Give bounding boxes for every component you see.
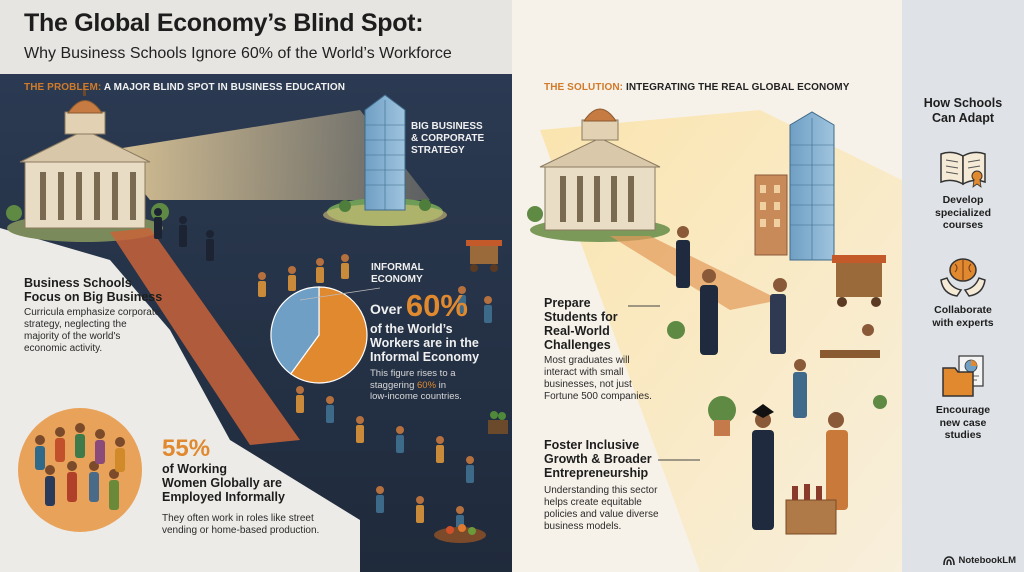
informal-economy-label: INFORMAL ECONOMY: [371, 262, 424, 285]
big-business-label: BIG BUSINESS & CORPORATE STRATEGY: [411, 121, 485, 156]
schools-focus-body: Curricula emphasize corporate strategy, …: [24, 307, 161, 354]
women-stat-body: They often work in roles like street ven…: [162, 513, 320, 536]
open-book-icon: [940, 151, 986, 188]
informal-workers-crowd: [258, 240, 508, 543]
prepare-block: Prepare Students for Real-World Challeng…: [544, 296, 664, 403]
foster-block: Foster Inclusive Growth & Broader Entrep…: [544, 438, 694, 533]
prepare-heading: Prepare Students for Real-World Challeng…: [544, 296, 618, 352]
corporate-tower-island: [323, 94, 447, 226]
informal-stat-heading: of the World’s Workers are in the Inform…: [370, 322, 480, 364]
informal-stat-body: This figure rises to a staggering 60% in…: [370, 368, 462, 402]
solution-section-label: THE SOLUTION: INTEGRATING THE REAL GLOBA…: [544, 82, 850, 93]
adapt-item-label: Collaborate with experts: [932, 304, 994, 329]
page-title: The Global Economy’s Blind Spot:: [24, 9, 424, 37]
business-school-building-left: [6, 86, 169, 242]
adapt-item-collaborate: Collaborate with experts: [902, 254, 1024, 329]
pie-slice-other: [270, 286, 320, 375]
stat-over: Over: [370, 301, 402, 317]
adapt-title: How Schools Can Adapt: [923, 96, 1003, 125]
women-stat-percent: 55%: [162, 435, 211, 462]
adapt-item-label: Encourage new case studies: [935, 404, 991, 441]
informal-stat-block: Over 60% of the World’s Workers are in t…: [370, 288, 510, 403]
women-stat-block: 55% of Working Women Globally are Employ…: [162, 436, 372, 537]
side-panel: [902, 0, 1024, 572]
foster-body: Understanding this sector helps create e…: [544, 485, 659, 532]
brain-hands-icon: [940, 258, 986, 297]
informal-economy-pie-chart: [270, 286, 368, 384]
foster-heading: Foster Inclusive Growth & Broader Entrep…: [544, 438, 652, 480]
notebooklm-logo-icon: [943, 555, 956, 565]
adapt-item-case-studies: Encourage new case studies: [902, 352, 1024, 442]
adapt-item-label: Develop specialized courses: [934, 194, 992, 231]
graduates-and-entrepreneurs: [667, 226, 887, 535]
schools-focus-block: Business Schools Focus on Big Business C…: [24, 276, 214, 355]
brand-mark: NotebookLM: [943, 555, 1016, 566]
folder-chart-icon: [942, 355, 984, 397]
page-subtitle: Why Business Schools Ignore 60% of the W…: [24, 45, 452, 62]
prepare-body: Most graduates will interact with small …: [544, 355, 652, 402]
schools-focus-heading: Business Schools Focus on Big Business: [24, 276, 163, 304]
city-buildings-right: [754, 111, 835, 261]
women-stat-heading: of Working Women Globally are Employed I…: [162, 462, 285, 504]
road-right: [610, 236, 780, 310]
spotlight-beam: [110, 110, 430, 200]
informal-stat-percent: 60%: [405, 288, 468, 323]
pie-slice-informal: [289, 286, 368, 384]
working-women-group: [35, 423, 125, 510]
connector-informal: [299, 287, 381, 301]
problem-section-label: THE PROBLEM: A MAJOR BLIND SPOT IN BUSIN…: [24, 82, 346, 93]
adapt-item-courses: Develop specialized courses: [902, 146, 1024, 232]
road-left: [110, 228, 300, 445]
walking-businessmen: [154, 208, 214, 261]
